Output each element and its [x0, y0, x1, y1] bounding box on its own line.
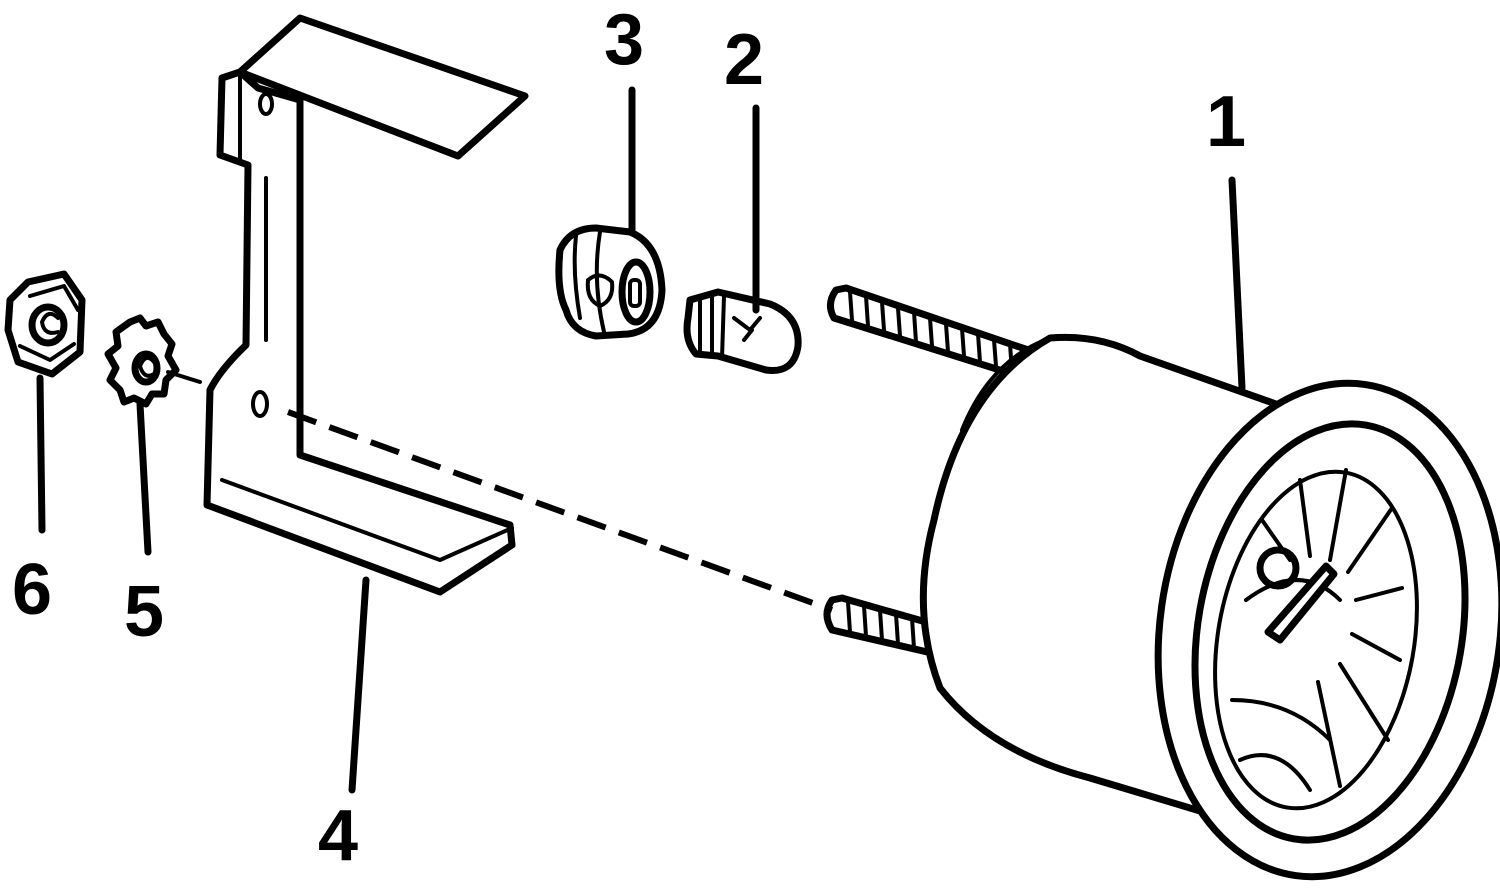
callout-4: 4	[318, 796, 358, 876]
washer-leader-dash	[166, 370, 202, 384]
leader-1	[1228, 176, 1246, 392]
mounting-bracket	[203, 14, 529, 596]
leader-6	[36, 374, 46, 534]
hex-nut	[4, 270, 86, 378]
alignment-line	[286, 409, 834, 613]
dial-markings	[1230, 468, 1404, 792]
callout-1: 1	[1206, 82, 1246, 162]
leader-5	[136, 400, 152, 556]
callout-5: 5	[124, 572, 164, 652]
light-bulb	[683, 288, 802, 374]
gauge-assembly	[823, 284, 1500, 881]
callout-2: 2	[724, 20, 764, 100]
lock-washer	[104, 314, 180, 408]
gauge-needle	[1256, 546, 1338, 644]
callout-3: 3	[604, 0, 644, 80]
bulb-socket	[555, 224, 666, 340]
leader-4	[348, 576, 370, 794]
callout-6: 6	[12, 550, 52, 630]
